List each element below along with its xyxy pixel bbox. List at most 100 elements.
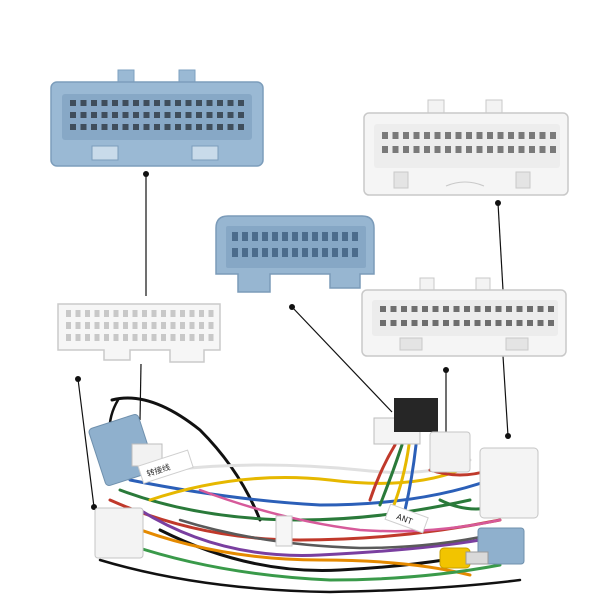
connector-pin	[206, 124, 213, 130]
connector-pin	[104, 310, 109, 317]
connector-pin	[101, 124, 108, 130]
connector-pin	[529, 132, 535, 139]
connector-pin	[227, 124, 234, 130]
pin-rows	[66, 310, 214, 341]
connector-pin	[445, 132, 451, 139]
connector-pin	[123, 310, 128, 317]
connector-pin	[238, 100, 244, 106]
connector-pin	[411, 320, 418, 326]
connector-pin	[282, 248, 288, 257]
connector-pin	[382, 146, 388, 153]
connector-pin	[196, 112, 202, 118]
harness-white-connector-right-small	[429, 431, 471, 473]
connector-pin	[252, 232, 258, 241]
connector-pin	[151, 334, 157, 341]
connector-pin	[199, 310, 204, 317]
connector-pin	[485, 320, 491, 326]
connector-pin	[185, 112, 192, 118]
connector-pin	[133, 100, 139, 106]
connector-pin	[497, 146, 504, 153]
connector-pin	[206, 112, 213, 118]
leader-dot	[443, 367, 449, 373]
ant-tag: ANT	[384, 503, 429, 534]
connector-pin	[164, 124, 171, 130]
connector-pin	[112, 112, 118, 118]
connector-pin	[154, 100, 160, 106]
connector-pin	[548, 320, 554, 326]
leader-line-white-left-2	[139, 363, 142, 421]
connector-pin	[413, 132, 420, 139]
connector-pin	[403, 132, 409, 139]
connector-pin	[164, 100, 171, 106]
connector-pin	[422, 320, 428, 326]
connector-pin	[518, 146, 525, 153]
leader-dot	[289, 304, 295, 310]
connector-pin	[242, 248, 248, 257]
connector-pin	[154, 112, 160, 118]
connector-pin	[75, 322, 81, 329]
connector-pin	[539, 132, 546, 139]
connector-pin	[113, 334, 119, 341]
connector-pin	[180, 334, 185, 341]
connector-pin	[142, 310, 147, 317]
connector-pin	[217, 112, 223, 118]
connector-pin	[272, 248, 278, 257]
pin-rows	[232, 232, 358, 257]
connector-pin	[113, 310, 119, 317]
connector-pin	[143, 112, 150, 118]
connector-pin	[539, 146, 546, 153]
connector-pin	[91, 124, 97, 130]
leader-line-white-right	[502, 355, 509, 437]
white-connector-right	[361, 277, 567, 357]
connector-pin	[122, 112, 129, 118]
connector-pin	[529, 146, 535, 153]
leader-dot	[75, 376, 81, 382]
connector-pin	[537, 306, 544, 312]
leader-dot	[495, 200, 501, 206]
connector-pin	[70, 100, 76, 106]
connector-pin	[206, 100, 213, 106]
leader-line-white-top-right	[497, 202, 504, 291]
connector-pin	[208, 310, 214, 317]
connector-pin	[390, 306, 397, 312]
connector-pin	[208, 322, 214, 329]
connector-pin	[527, 306, 533, 312]
connector-pin	[466, 132, 472, 139]
leader-line-white-left	[77, 378, 95, 508]
connector-pin	[495, 306, 502, 312]
connector-pin	[94, 322, 100, 329]
connector-pin	[85, 310, 90, 317]
connector-pin	[180, 310, 185, 317]
connector-pin	[485, 306, 491, 312]
connector-pin	[94, 310, 100, 317]
connector-pin	[142, 322, 147, 329]
blue-connector-center	[215, 215, 375, 293]
connector-pin	[104, 322, 109, 329]
connector-pin	[75, 310, 81, 317]
connector-pin	[516, 320, 523, 326]
connector-pin	[217, 100, 223, 106]
connector-pin	[161, 334, 166, 341]
connector-pin	[292, 248, 298, 257]
connector-pin	[322, 248, 328, 257]
cable-clip	[275, 515, 293, 547]
connector-pin	[94, 334, 100, 341]
connector-pin	[445, 146, 451, 153]
connector-pin	[122, 100, 129, 106]
connector-pin	[91, 100, 97, 106]
connector-pin	[164, 112, 171, 118]
connector-pin	[272, 232, 278, 241]
connector-pin	[487, 132, 493, 139]
connector-pin	[508, 132, 514, 139]
connector-pin	[132, 322, 138, 329]
harness-blue-connector-right	[477, 527, 525, 565]
connector-pin	[302, 232, 308, 241]
wiring-harness	[98, 396, 522, 594]
leader-dot	[143, 171, 149, 177]
connector-pin	[75, 334, 81, 341]
pin-rows	[70, 100, 244, 130]
connector-pin	[411, 306, 418, 312]
connector-pin	[443, 306, 449, 312]
connector-pin	[401, 306, 407, 312]
